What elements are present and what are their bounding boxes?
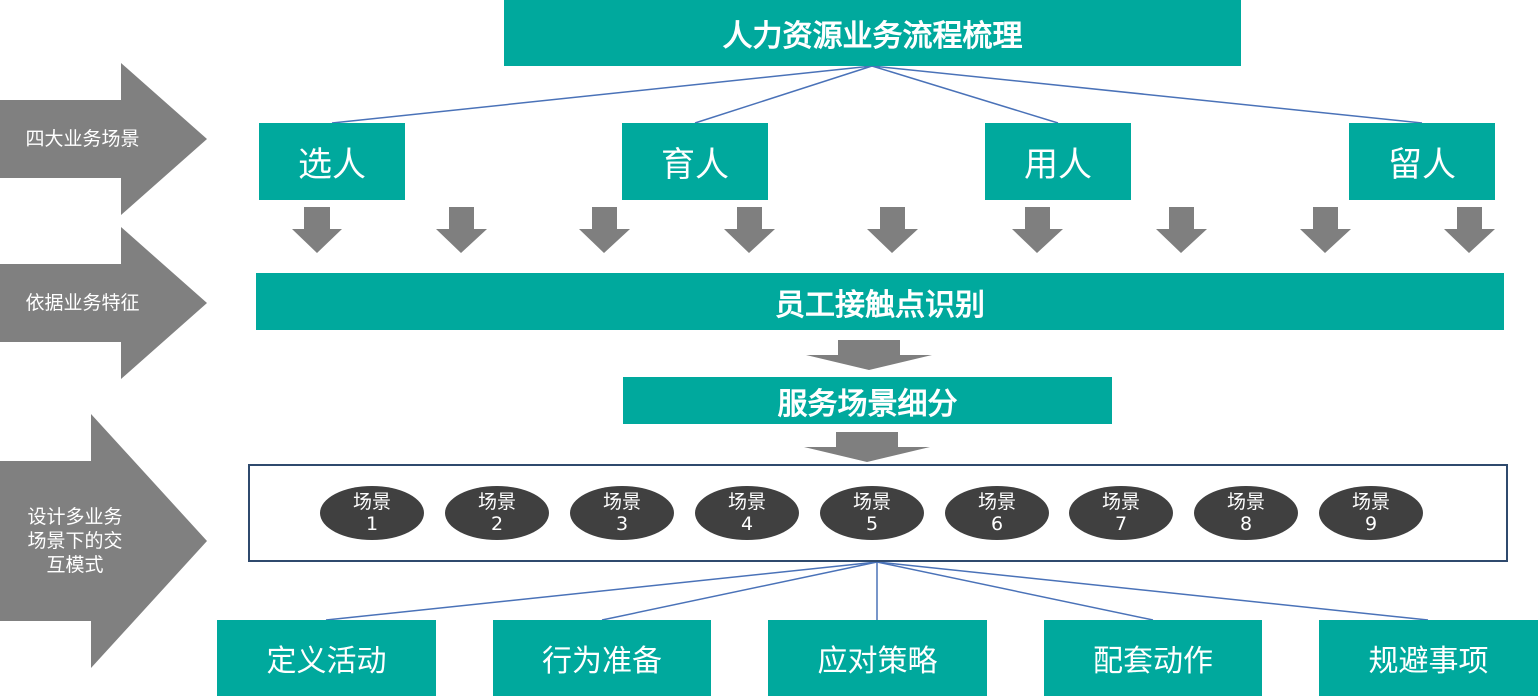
scene-number: 1 [365,513,379,535]
output-label-4: 配套动作 [1093,644,1213,679]
scene-label: 场景 [477,491,516,513]
side-label-business-scenes: 四大业务场景 [0,100,165,178]
down-arrow-1 [292,207,342,253]
category-box-1: 选人 [259,123,405,200]
touchpoint-identification-bar: 员工接触点识别 [256,273,1504,330]
scene-label: 场景 [1226,491,1265,513]
diagram-title: 人力资源业务流程梳理 [504,0,1241,66]
side-label-text-1: 四大业务场景 [25,128,140,150]
down-arrow-2 [436,207,487,253]
side-label-text-3a: 设计多业务 [27,506,123,528]
scene-segmentation-text: 服务场景细分 [777,386,958,422]
category-box-3: 用人 [985,123,1131,200]
touchpoint-identification-text: 员工接触点识别 [775,287,985,323]
output-label-5: 规避事项 [1368,644,1489,679]
down-arrow-7 [1156,207,1207,253]
category-label-2: 育人 [661,145,729,185]
scene-number: 6 [990,513,1004,535]
scene-number: 7 [1114,513,1128,535]
scene-number: 9 [1364,513,1378,535]
connector-frame-out5 [876,561,1429,621]
diagram-title-text: 人力资源业务流程梳理 [722,19,1023,54]
side-label-text-3c: 互模式 [46,554,104,576]
down-arrow-5 [867,207,918,253]
down-arrow-3 [579,207,630,253]
down-arrow-bar1-to-bar2 [806,340,932,370]
scene-label: 场景 [977,491,1016,513]
output-box-define-activity: 定义活动 [217,620,436,696]
side-label-text-2: 依据业务特征 [25,292,140,314]
category-box-2: 育人 [622,123,768,200]
output-label-3: 应对策略 [817,644,938,679]
down-arrow-4 [724,207,775,253]
scene-label: 场景 [1101,491,1140,513]
down-arrow-8 [1300,207,1351,253]
scene-number: 8 [1239,513,1253,535]
connector-title-yuren [694,65,873,124]
output-box-strategy: 应对策略 [768,620,987,696]
output-label-2: 行为准备 [542,644,662,679]
scene-label: 场景 [602,491,641,513]
scene-label: 场景 [727,491,766,513]
connector-title-liuren [871,65,1423,124]
output-box-supporting-actions: 配套动作 [1044,620,1262,696]
category-label-3: 用人 [1024,145,1092,185]
scene-number: 5 [865,513,879,535]
category-label-4: 留人 [1388,145,1456,185]
down-arrow-6 [1012,207,1063,253]
down-arrow-bar2-to-scenes [804,432,930,462]
side-label-business-features: 依据业务特征 [0,264,165,342]
scene-segmentation-bar: 服务场景细分 [623,377,1112,424]
side-arrow-2 [0,227,207,379]
category-label-1: 选人 [298,145,366,185]
category-box-4: 留人 [1349,123,1495,200]
scene-number: 3 [615,513,629,535]
side-label-interaction-mode: 设计多业务 场景下的交 互模式 [0,461,150,621]
scene-number: 4 [740,513,754,535]
output-box-avoid-items: 规避事项 [1319,620,1538,696]
scene-label: 场景 [852,491,891,513]
side-arrow-1 [0,63,207,215]
connector-frame-out1 [325,561,878,621]
side-arrow-3 [0,414,207,668]
connector-frame-out2 [601,561,878,621]
connector-frame-out4 [876,561,1154,621]
output-box-behavior-prep: 行为准备 [493,620,711,696]
connector-title-yongren [871,65,1059,124]
scene-number: 2 [490,513,504,535]
down-arrow-9 [1444,207,1495,253]
connector-title-xuanren [331,65,873,124]
output-label-1: 定义活动 [266,644,387,679]
side-label-text-3b: 场景下的交 [27,530,123,552]
scene-label: 场景 [352,491,391,513]
scene-label: 场景 [1351,491,1390,513]
